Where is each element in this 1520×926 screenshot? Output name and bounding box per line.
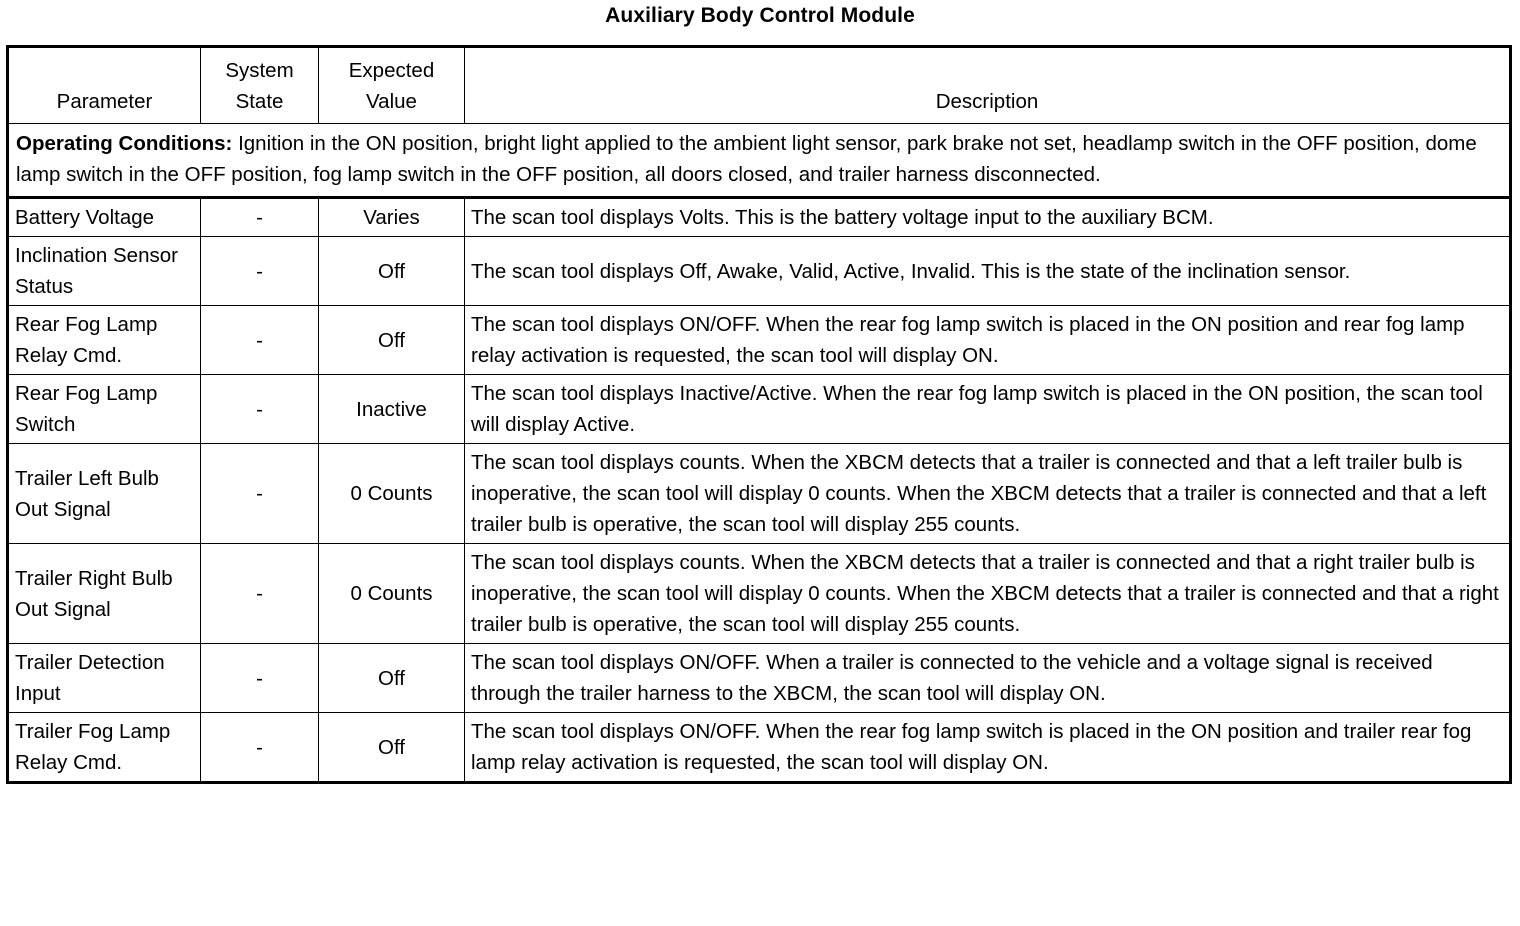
- cell-description: The scan tool displays ON/OFF. When a tr…: [464, 643, 1511, 713]
- table-row: Trailer Right Bulb Out Signal - 0 Counts…: [7, 543, 1511, 644]
- table-row: Trailer Detection Input - Off The scan t…: [7, 643, 1511, 713]
- cell-parameter: Trailer Left Bulb Out Signal: [7, 443, 201, 544]
- cell-parameter: Rear Fog Lamp Switch: [7, 374, 201, 444]
- cell-parameter: Trailer Fog Lamp Relay Cmd.: [7, 712, 201, 783]
- cell-description: The scan tool displays ON/OFF. When the …: [464, 712, 1511, 783]
- cell-system-state: -: [200, 236, 319, 306]
- cell-description: The scan tool displays Volts. This is th…: [464, 197, 1511, 237]
- cell-system-state: -: [200, 543, 319, 644]
- parameter-spec-table: Parameter System State Expected Value De…: [6, 45, 1512, 784]
- cell-system-state: -: [200, 305, 319, 375]
- table-row: Rear Fog Lamp Switch - Inactive The scan…: [7, 374, 1511, 444]
- operating-conditions-cell: Operating Conditions: Ignition in the ON…: [7, 123, 1511, 199]
- cell-expected-value: 0 Counts: [318, 443, 465, 544]
- cell-description: The scan tool displays counts. When the …: [464, 443, 1511, 544]
- column-header-description: Description: [464, 46, 1511, 124]
- spec-table-container: Parameter System State Expected Value De…: [6, 45, 1512, 784]
- table-header-row: Parameter System State Expected Value De…: [7, 46, 1511, 124]
- cell-system-state: -: [200, 374, 319, 444]
- table-body: Operating Conditions: Ignition in the ON…: [7, 123, 1511, 783]
- table-row: Rear Fog Lamp Relay Cmd. - Off The scan …: [7, 305, 1511, 375]
- cell-expected-value: Inactive: [318, 374, 465, 444]
- cell-expected-value: Off: [318, 305, 465, 375]
- operating-conditions-text: Ignition in the ON position, bright ligh…: [16, 132, 1477, 186]
- column-header-expected-value-line2: Value: [366, 89, 417, 113]
- cell-parameter: Trailer Detection Input: [7, 643, 201, 713]
- cell-system-state: -: [200, 643, 319, 713]
- cell-system-state: -: [200, 712, 319, 783]
- column-header-system-state-line2: State: [235, 89, 284, 113]
- cell-parameter: Battery Voltage: [7, 197, 201, 237]
- table-row: Battery Voltage - Varies The scan tool d…: [7, 197, 1511, 237]
- cell-expected-value: Off: [318, 643, 465, 713]
- table-row: Trailer Fog Lamp Relay Cmd. - Off The sc…: [7, 712, 1511, 783]
- column-header-system-state-line1: System: [225, 58, 294, 82]
- cell-description: The scan tool displays Inactive/Active. …: [464, 374, 1511, 444]
- table-row: Trailer Left Bulb Out Signal - 0 Counts …: [7, 443, 1511, 544]
- operating-conditions-row: Operating Conditions: Ignition in the ON…: [7, 123, 1511, 199]
- cell-description: The scan tool displays counts. When the …: [464, 543, 1511, 644]
- column-header-expected-value: Expected Value: [318, 46, 465, 124]
- cell-expected-value: Off: [318, 712, 465, 783]
- table-header: Parameter System State Expected Value De…: [7, 46, 1511, 124]
- cell-expected-value: Varies: [318, 197, 465, 237]
- column-header-system-state: System State: [200, 46, 319, 124]
- column-header-expected-value-line1: Expected: [348, 58, 435, 82]
- cell-system-state: -: [200, 443, 319, 544]
- cell-expected-value: 0 Counts: [318, 543, 465, 644]
- cell-parameter: Rear Fog Lamp Relay Cmd.: [7, 305, 201, 375]
- page-title: Auxiliary Body Control Module: [605, 4, 915, 27]
- cell-description: The scan tool displays ON/OFF. When the …: [464, 305, 1511, 375]
- cell-parameter: Inclination Sensor Status: [7, 236, 201, 306]
- column-header-parameter: Parameter: [7, 46, 201, 124]
- cell-parameter: Trailer Right Bulb Out Signal: [7, 543, 201, 644]
- cell-system-state: -: [200, 197, 319, 237]
- cell-expected-value: Off: [318, 236, 465, 306]
- table-row: Inclination Sensor Status - Off The scan…: [7, 236, 1511, 306]
- cell-description: The scan tool displays Off, Awake, Valid…: [464, 236, 1511, 306]
- operating-conditions-label: Operating Conditions:: [16, 132, 233, 155]
